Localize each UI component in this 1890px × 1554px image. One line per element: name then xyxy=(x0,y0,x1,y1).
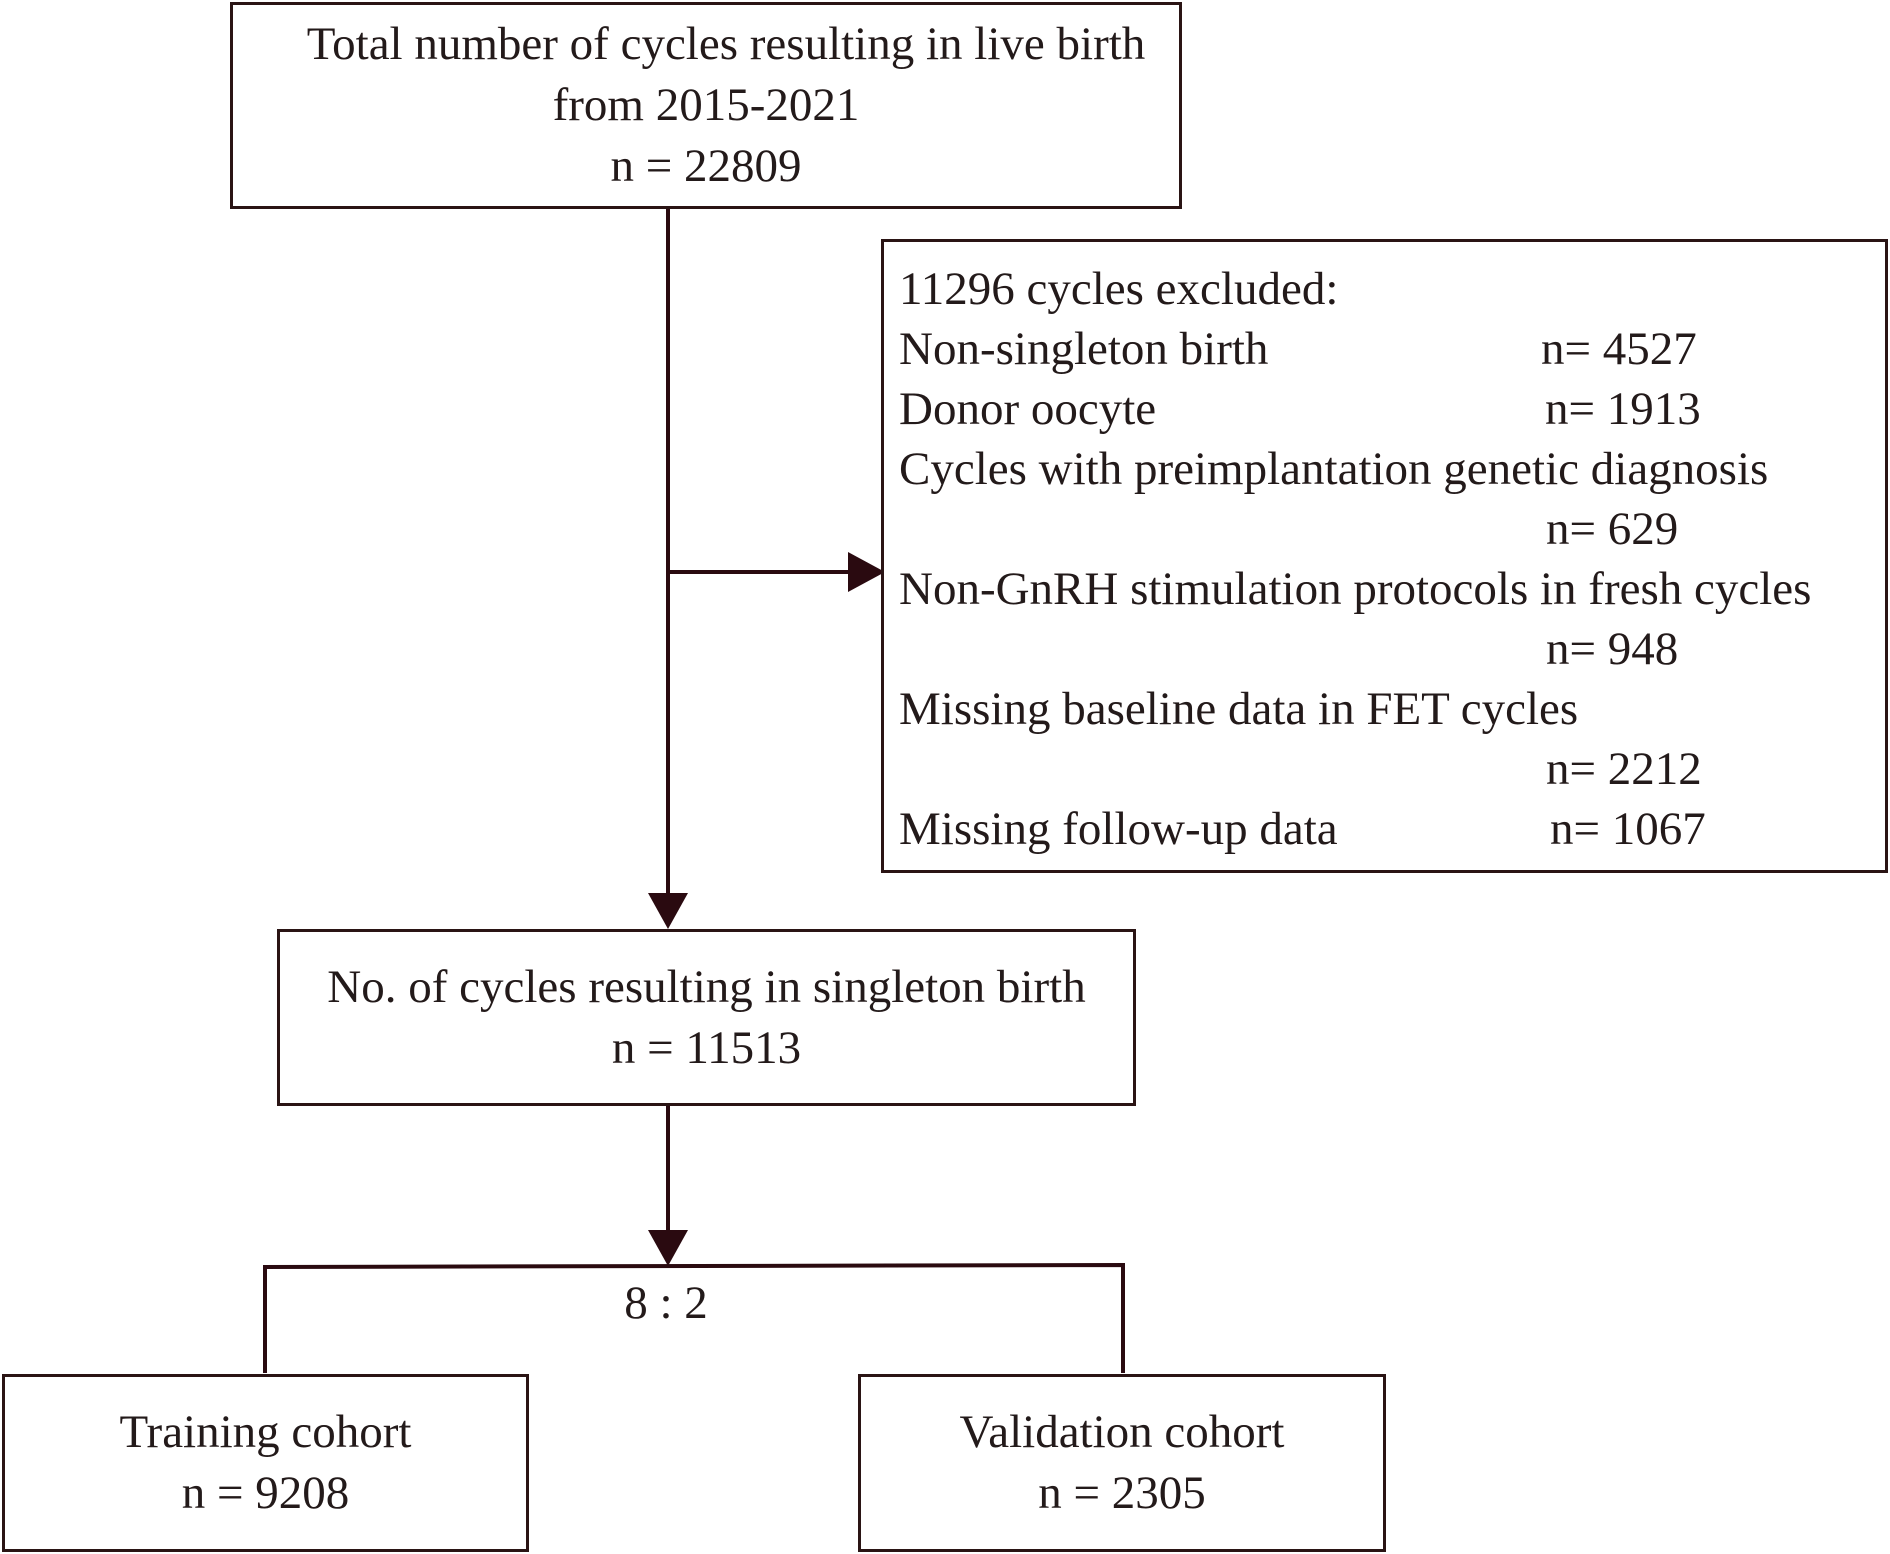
validation-cohort-label: Validation cohort xyxy=(959,1406,1285,1458)
total-cycles-title: Total number of cycles resulting in live… xyxy=(306,18,1146,70)
excluded-item-value: n= 629 xyxy=(1546,503,1679,555)
training-cohort-label: Training cohort xyxy=(119,1406,412,1458)
excluded-cycles-box: 11296 cycles excluded: Non-singleton bir… xyxy=(881,239,1888,873)
arrowhead-to-singleton xyxy=(648,893,688,929)
singleton-cycles-title: No. of cycles resulting in singleton bir… xyxy=(327,960,1086,1013)
validation-cohort-count: n = 2305 xyxy=(1038,1467,1206,1519)
excluded-item-label: Missing follow-up data xyxy=(899,803,1338,855)
total-cycles-box: Total number of cycles resulting in live… xyxy=(230,2,1182,209)
excluded-item-value: n= 2212 xyxy=(1546,743,1702,795)
excluded-item-label: Non-GnRH stimulation protocols in fresh … xyxy=(899,563,1812,615)
excluded-item-value: n= 948 xyxy=(1546,623,1679,675)
singleton-cycles-box: No. of cycles resulting in singleton bir… xyxy=(277,929,1136,1106)
arrowhead-to-excluded xyxy=(848,552,885,592)
excluded-item-value: n= 4527 xyxy=(1541,323,1697,375)
training-cohort-count: n = 9208 xyxy=(181,1467,350,1519)
excluded-item-value: n= 1913 xyxy=(1545,383,1701,435)
validation-cohort-box: Validation cohort n = 2305 xyxy=(858,1374,1386,1552)
excluded-item-value: n= 1067 xyxy=(1550,803,1706,855)
singleton-cycles-count: n = 11513 xyxy=(611,1021,802,1074)
total-cycles-count: n = 22809 xyxy=(610,140,802,192)
arrowhead-to-split xyxy=(648,1230,688,1266)
excluded-header: 11296 cycles excluded: xyxy=(899,263,1339,315)
training-cohort-box: Training cohort n = 9208 xyxy=(2,1374,529,1552)
connector-split-bar xyxy=(263,1262,1125,1373)
split-ratio-label: 8 : 2 xyxy=(624,1277,708,1329)
excluded-item-label: Non-singleton birth xyxy=(899,323,1269,375)
excluded-item-label: Cycles with preimplantation genetic diag… xyxy=(899,443,1769,495)
excluded-item-label: Donor oocyte xyxy=(899,383,1157,435)
excluded-item-label: Missing baseline data in FET cycles xyxy=(899,683,1579,735)
total-cycles-period: from 2015-2021 xyxy=(552,79,860,131)
